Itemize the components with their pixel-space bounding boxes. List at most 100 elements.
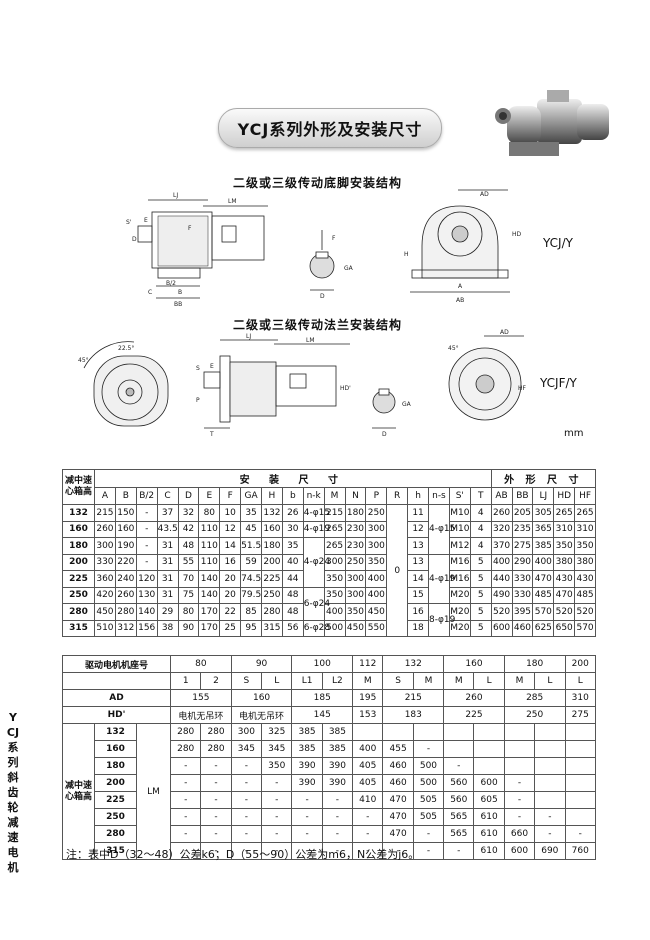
table1-cell: 280	[114, 603, 137, 621]
table1-cell: 225	[261, 570, 283, 588]
table1-cell: 420	[94, 586, 116, 604]
lm-value-cell: -	[534, 825, 566, 843]
table1-cell: 470	[532, 570, 555, 588]
table1-cell: 35	[281, 537, 304, 555]
svg-text:E: E	[210, 363, 214, 370]
lm-value-cell	[503, 740, 536, 758]
hd-value: 电机无吊环	[230, 706, 293, 724]
table1-cell: 15	[407, 586, 429, 604]
lm-value-cell: -	[230, 808, 263, 826]
table1-cell: 38	[156, 619, 179, 637]
lm-value-cell: 410	[352, 791, 384, 809]
table1-cell: 250	[261, 586, 283, 604]
lm-value-cell: -	[261, 842, 293, 860]
flange-mount-front-drawing: AD 45° HF	[448, 329, 527, 421]
sub-frame-cell: M	[443, 672, 475, 690]
gear-height-cell: 315	[94, 842, 137, 860]
svg-text:45°: 45°	[448, 345, 459, 352]
table1-cell: 440	[490, 570, 513, 588]
lm-value-cell: -	[230, 757, 263, 775]
table1-cell: 315	[261, 619, 283, 637]
table1-cell: 265	[323, 537, 346, 555]
lm-value-cell	[382, 723, 414, 741]
foot-mount-front-drawing: AD HD H A AB	[404, 189, 522, 304]
svg-text:H: H	[404, 251, 409, 258]
lm-value-cell	[534, 723, 566, 741]
gear-height-cell: 315	[62, 619, 95, 637]
lm-value-cell: 400	[352, 740, 384, 758]
table1-cell: 31	[156, 570, 179, 588]
table1-cell: 12	[219, 520, 242, 538]
gear-height-cell: 132	[62, 504, 95, 522]
hd-value: 183	[382, 706, 445, 724]
lm-value-cell: -	[291, 791, 323, 809]
lm-value-cell: 345	[261, 740, 293, 758]
table1-cell: 51.5	[240, 537, 262, 555]
lm-value-cell: 500	[412, 774, 445, 792]
lm-value-cell	[534, 740, 566, 758]
table1-cell: 265	[574, 504, 596, 522]
table1-cell: 485	[532, 586, 555, 604]
gear-height-cell: 200	[94, 774, 137, 792]
table1-cell: 200	[261, 553, 283, 571]
table1-cell: 56	[281, 619, 304, 637]
lm-value-cell: 280	[200, 723, 232, 741]
col-header-0: A	[94, 486, 116, 505]
table1-cell: 520	[553, 603, 576, 621]
lm-value-cell: -	[321, 808, 354, 826]
table1-cell: 5	[469, 619, 492, 637]
table1-cell: 485	[574, 586, 596, 604]
table1-cell: 650	[553, 619, 576, 637]
table1-cell: 18	[407, 619, 429, 637]
frame-132: 132	[382, 655, 445, 673]
svg-text:GA: GA	[402, 401, 412, 408]
table1-cell: 20	[219, 586, 242, 604]
nk-cell: 4-φ24	[302, 537, 330, 588]
table1-cell: 79.5	[240, 586, 262, 604]
table1-cell: 350	[574, 537, 596, 555]
gear-height-cell: 250	[94, 808, 137, 826]
table1-cell: 190	[114, 537, 137, 555]
table1-cell: 520	[574, 603, 596, 621]
table1-cell: 395	[511, 603, 534, 621]
table1-cell: 5	[469, 603, 492, 621]
table1-cell: 570	[532, 603, 555, 621]
ad-value: 260	[443, 689, 505, 707]
table1-cell: 44	[281, 570, 304, 588]
col-header-21: LJ	[532, 486, 555, 505]
table1-cell: 10	[219, 504, 242, 522]
svg-text:S': S'	[126, 219, 132, 226]
lm-value-cell: -	[291, 842, 323, 860]
sub-frame-cell: L	[473, 672, 505, 690]
col-header-23: HF	[574, 486, 596, 505]
table1-cell: 470	[553, 586, 576, 604]
nk-cell: 4-φ15	[302, 504, 330, 522]
svg-text:LM: LM	[306, 337, 315, 344]
lm-value-cell: 610	[473, 825, 505, 843]
flange-left-drawing: 45° 22.5°	[78, 341, 169, 427]
lm-value-cell: 605	[473, 791, 505, 809]
table1-cell: 600	[490, 619, 513, 637]
table1-cell: 5	[469, 586, 492, 604]
table1-cell: 95	[240, 619, 262, 637]
install-dim-header: 安 装 尺 寸	[94, 469, 492, 488]
table1-cell: 230	[344, 520, 367, 538]
lm-value-cell: 390	[321, 774, 354, 792]
table1-cell: 40	[281, 553, 304, 571]
unit-label: mm	[564, 428, 584, 439]
table1-cell: M16	[448, 553, 471, 571]
svg-text:D: D	[382, 431, 387, 438]
gear-height-cell: 280	[94, 825, 137, 843]
svg-text:E: E	[144, 217, 148, 224]
lm-value-cell: 280	[170, 723, 202, 741]
table1-cell: 300	[94, 537, 116, 555]
ns-cell: 8-φ19	[428, 603, 455, 637]
table1-cell: 300	[365, 537, 388, 555]
col-header-8: H	[261, 486, 283, 505]
lm-value-cell: -	[564, 825, 596, 843]
lm-value-cell: 500	[412, 757, 445, 775]
